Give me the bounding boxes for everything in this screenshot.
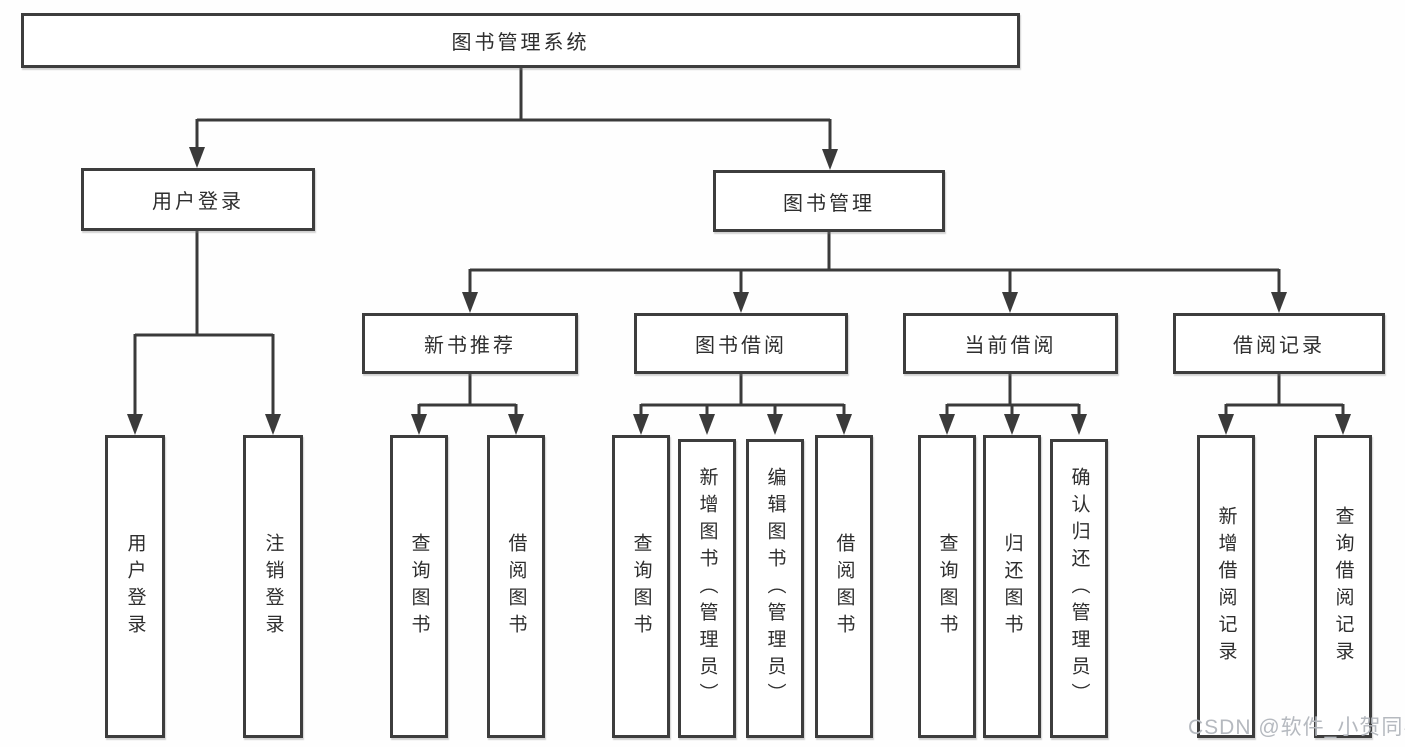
node-new-book-recommend: 新书推荐 xyxy=(362,313,578,374)
node-leaf-bb-query-books: 查询图书 xyxy=(612,435,670,738)
node-leaf-logout: 注销登录 xyxy=(243,435,303,738)
node-leaf-br-query-record: 查询借阅记录 xyxy=(1314,435,1372,738)
node-book-management-branch-label: 图书管理 xyxy=(783,192,875,215)
node-borrow-records-label: 借阅记录 xyxy=(1233,335,1325,357)
node-leaf-nb-borrow-books: 借阅图书 xyxy=(487,435,545,738)
node-leaf-cb-return-books-label: 归还图书 xyxy=(1001,532,1023,641)
node-leaf-cb-confirm-return-admin-label: 确认归还（管理员） xyxy=(1068,467,1090,710)
node-leaf-bb-query-books-label: 查询图书 xyxy=(630,532,652,641)
node-leaf-cb-return-books: 归还图书 xyxy=(983,435,1041,738)
node-leaf-nb-query-books-label: 查询图书 xyxy=(408,532,430,641)
node-leaf-bb-edit-books-admin: 编辑图书（管理员） xyxy=(746,439,804,738)
node-user-login-branch: 用户登录 xyxy=(81,168,315,231)
node-leaf-br-add-record: 新增借阅记录 xyxy=(1197,435,1255,738)
node-leaf-cb-query-books-label: 查询图书 xyxy=(936,532,958,641)
node-borrow-records: 借阅记录 xyxy=(1173,313,1385,374)
node-leaf-bb-borrow-books: 借阅图书 xyxy=(815,435,873,738)
node-leaf-br-add-record-label: 新增借阅记录 xyxy=(1215,505,1237,668)
node-leaf-bb-add-books-admin-label: 新增图书（管理员） xyxy=(696,467,718,710)
node-book-borrow-label: 图书借阅 xyxy=(695,335,787,357)
node-book-borrow: 图书借阅 xyxy=(634,313,848,374)
node-leaf-user-login: 用户登录 xyxy=(105,435,165,738)
node-book-management-branch: 图书管理 xyxy=(713,170,945,232)
node-leaf-nb-borrow-books-label: 借阅图书 xyxy=(505,532,527,641)
node-current-borrow-label: 当前借阅 xyxy=(964,335,1057,357)
node-root-label: 图书管理系统 xyxy=(451,32,590,54)
node-leaf-bb-edit-books-admin-label: 编辑图书（管理员） xyxy=(764,467,786,710)
node-current-borrow: 当前借阅 xyxy=(903,313,1118,374)
arrowheads xyxy=(127,147,1351,435)
node-leaf-bb-borrow-books-label: 借阅图书 xyxy=(833,532,855,641)
csdn-watermark: CSDN @软件_小贺同学 xyxy=(1188,716,1405,739)
node-leaf-bb-add-books-admin: 新增图书（管理员） xyxy=(678,439,736,738)
node-leaf-br-query-record-label: 查询借阅记录 xyxy=(1332,505,1354,668)
node-leaf-user-login-label: 用户登录 xyxy=(124,532,146,641)
node-leaf-cb-query-books: 查询图书 xyxy=(918,435,976,738)
node-root: 图书管理系统 xyxy=(21,13,1020,68)
node-leaf-logout-label: 注销登录 xyxy=(262,532,284,641)
node-leaf-cb-confirm-return-admin: 确认归还（管理员） xyxy=(1050,439,1108,738)
node-leaf-nb-query-books: 查询图书 xyxy=(390,435,448,738)
node-new-book-recommend-label: 新书推荐 xyxy=(424,335,516,357)
node-user-login-branch-label: 用户登录 xyxy=(152,191,244,213)
